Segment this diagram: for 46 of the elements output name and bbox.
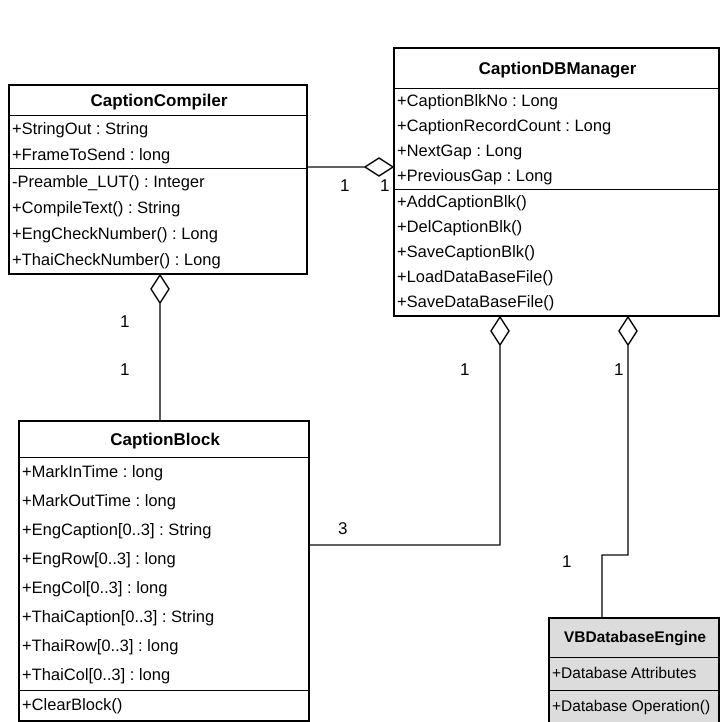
class-box [393, 47, 720, 317]
attribute-text: +CaptionRecordCount : Long [396, 116, 612, 137]
attribute-text: +EngRow[0..3] : long [21, 549, 177, 570]
class-box [8, 84, 308, 275]
aggregation-connector [601, 316, 638, 617]
method-text: +ClearBlock() [21, 695, 124, 716]
attribute-text: +StringOut : String [11, 119, 150, 140]
attribute-text: +PreviousGap : Long [396, 166, 554, 187]
class-name: VBDatabaseEngine [562, 628, 708, 648]
multiplicity-label: 1 [614, 360, 624, 380]
multiplicity-label: 1 [460, 360, 470, 380]
attribute-text: +NextGap : Long [396, 141, 524, 162]
method-text: +AddCaptionBlk() [396, 192, 528, 213]
attribute-text: +MarkOutTime : long [21, 491, 177, 512]
method-text: +EngCheckNumber() : Long [11, 224, 219, 245]
method-text: +CompileText() : String [11, 198, 182, 219]
multiplicity-label: 1 [120, 360, 130, 380]
attribute-text: +ThaiCol[0..3] : long [21, 665, 172, 686]
method-text: +LoadDataBaseFile() [396, 267, 554, 288]
attribute-text: +MarkInTime : long [21, 462, 164, 483]
aggregation-connector [310, 316, 510, 546]
multiplicity-label: 1 [340, 176, 350, 196]
multiplicity-label: 1 [380, 176, 390, 196]
attribute-text: +FrameToSend : long [11, 145, 172, 166]
multiplicity-label: 1 [120, 312, 130, 332]
attribute-text: +EngCaption[0..3] : String [21, 520, 212, 541]
method-text: -Preamble_LUT() : Integer [11, 172, 206, 193]
aggregation-connector [308, 157, 394, 177]
class-box [18, 420, 310, 722]
method-text: +Database Operation() [551, 697, 712, 717]
class-name: CaptionCompiler [90, 90, 228, 112]
method-text: +ThaiCheckNumber() : Long [11, 250, 222, 271]
method-text: +SaveCaptionBlk() [396, 242, 536, 263]
attribute-text: +Database Attributes [551, 664, 698, 684]
multiplicity-label: 1 [562, 552, 572, 572]
aggregation-connector [150, 274, 170, 420]
class-name: CaptionBlock [109, 429, 221, 451]
attribute-text: +CaptionBlkNo : Long [396, 91, 559, 112]
attribute-text: +ThaiCaption[0..3] : String [21, 607, 216, 628]
class-box [548, 617, 720, 722]
multiplicity-label: 3 [338, 519, 348, 539]
class-name: CaptionDBManager [478, 58, 638, 80]
method-text: +DelCaptionBlk() [396, 217, 524, 238]
attribute-text: +EngCol[0..3] : long [21, 578, 168, 599]
attribute-text: +ThaiRow[0..3] : long [21, 636, 180, 657]
method-text: +SaveDataBaseFile() [396, 292, 556, 313]
